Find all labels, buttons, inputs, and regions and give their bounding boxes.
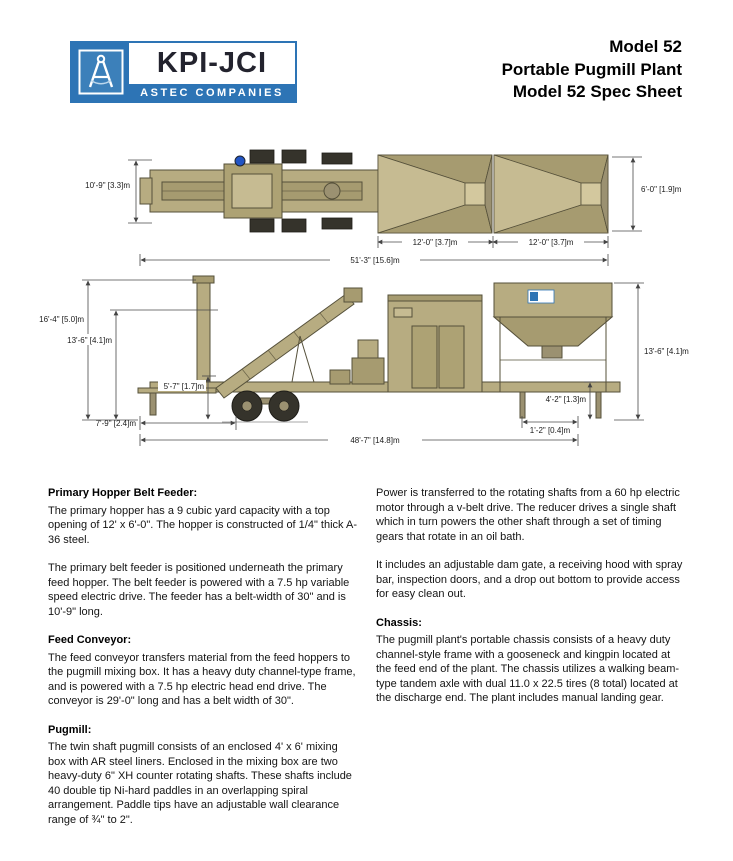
plan-dimension-labels: 10'-9" [3.3]m 6'-0" [1.9]m 12'-0" [3.7]m… xyxy=(85,181,682,265)
left-column: Primary Hopper Belt Feeder: The primary … xyxy=(48,486,357,841)
dim-hopper1-width: 12'-0" [3.7]m xyxy=(413,238,458,247)
dim-conveyor-height: 13'-6" [4.1]m xyxy=(67,336,112,345)
kpi-jci-logo: KPI-JCI ASTEC COMPANIES xyxy=(70,41,297,103)
dim-plan-overall-length: 51'-3" [15.6]m xyxy=(350,256,400,265)
paragraph-feed-conveyor: The feed conveyor transfers material fro… xyxy=(48,651,356,708)
compass-a-icon xyxy=(78,49,123,95)
discharge-hopper xyxy=(492,282,614,419)
heading-feed-conveyor: Feed Conveyor: xyxy=(48,634,132,646)
side-dimension-lines xyxy=(82,279,644,446)
spec-content: Primary Hopper Belt Feeder: The primary … xyxy=(48,486,685,841)
plan-view xyxy=(139,149,609,234)
plan-wheels xyxy=(249,149,353,233)
logo-tagline-text: ASTEC COMPANIES xyxy=(129,84,295,101)
side-dimension-labels: 16'-4" [5.0]m 13'-6" [4.1]m 5'-7" [1.7]m… xyxy=(39,315,689,445)
paragraph-pugmill: The twin shaft pugmill consists of an en… xyxy=(48,741,352,826)
landing-gear xyxy=(149,392,157,416)
right-column: Power is transferred to the rotating sha… xyxy=(376,486,685,841)
dim-front-overhang: 1'-2" [0.4]m xyxy=(530,426,571,435)
dim-overall-length: 48'-7" [14.8]m xyxy=(350,436,400,445)
heading-pugmill: Pugmill: xyxy=(48,723,92,736)
technical-drawing: 10'-9" [3.3]m 6'-0" [1.9]m 12'-0" [3.7]m… xyxy=(39,149,689,446)
paragraph-power: Power is transferred to the rotating sha… xyxy=(376,487,680,543)
dim-plan-height-right: 6'-0" [1.9]m xyxy=(641,185,682,194)
engine-marker xyxy=(234,155,246,167)
fifth-wheel xyxy=(323,182,341,200)
title-line-sheet: Model 52 Spec Sheet xyxy=(512,82,682,101)
title-line-product: Portable Pugmill Plant xyxy=(501,59,682,79)
dim-hopper2-width: 12'-0" [3.7]m xyxy=(529,238,574,247)
heading-chassis: Chassis: xyxy=(376,616,422,629)
paragraph-chassis: The pugmill plant's portable chassis con… xyxy=(376,634,680,704)
dim-plan-height-left: 10'-9" [3.3]m xyxy=(85,181,130,190)
dim-overall-height: 16'-4" [5.0]m xyxy=(39,315,84,324)
drive-machinery xyxy=(329,339,385,385)
inspection-door-right xyxy=(438,325,465,389)
title-block: Model 52 Portable Pugmill Plant Model 52… xyxy=(502,36,682,104)
heading-primary-hopper-belt-feeder: Primary Hopper Belt Feeder: xyxy=(48,487,198,499)
dim-discharge-clearance: 4'-2" [1.3]m xyxy=(546,395,587,404)
pugmill-enclosure xyxy=(387,294,483,393)
logo-emblem xyxy=(72,43,129,101)
feed-conveyor xyxy=(215,287,363,399)
feeder-mast xyxy=(196,279,211,383)
paragraph-primary-belt-feeder: The primary belt feeder is positioned un… xyxy=(48,562,350,618)
dim-rear-overhang: 7'-9" [2.4]m xyxy=(96,419,137,428)
paragraph-dam-gate: It includes an adjustable dam gate, a re… xyxy=(376,559,683,600)
inspection-door-left xyxy=(411,325,438,389)
plan-hopper-2 xyxy=(493,154,609,234)
logo-text-area: KPI-JCI ASTEC COMPANIES xyxy=(129,43,295,101)
side-wheels xyxy=(231,390,300,422)
paragraph-primary-hopper: The primary hopper has a 9 cubic yard ca… xyxy=(48,504,357,546)
dim-frame-height: 5'-7" [1.7]m xyxy=(164,382,205,391)
plan-dimension-lines xyxy=(128,156,642,266)
plan-gooseneck xyxy=(139,177,153,205)
side-view xyxy=(137,275,621,423)
side-frame xyxy=(149,381,621,393)
dim-hopper-height: 13'-6" [4.1]m xyxy=(644,347,689,356)
plan-hopper-1 xyxy=(377,154,493,234)
logo-brand-text: KPI-JCI xyxy=(156,47,268,79)
hopper-brand-decal xyxy=(527,289,555,304)
title-line-model: Model 52 xyxy=(609,37,682,56)
